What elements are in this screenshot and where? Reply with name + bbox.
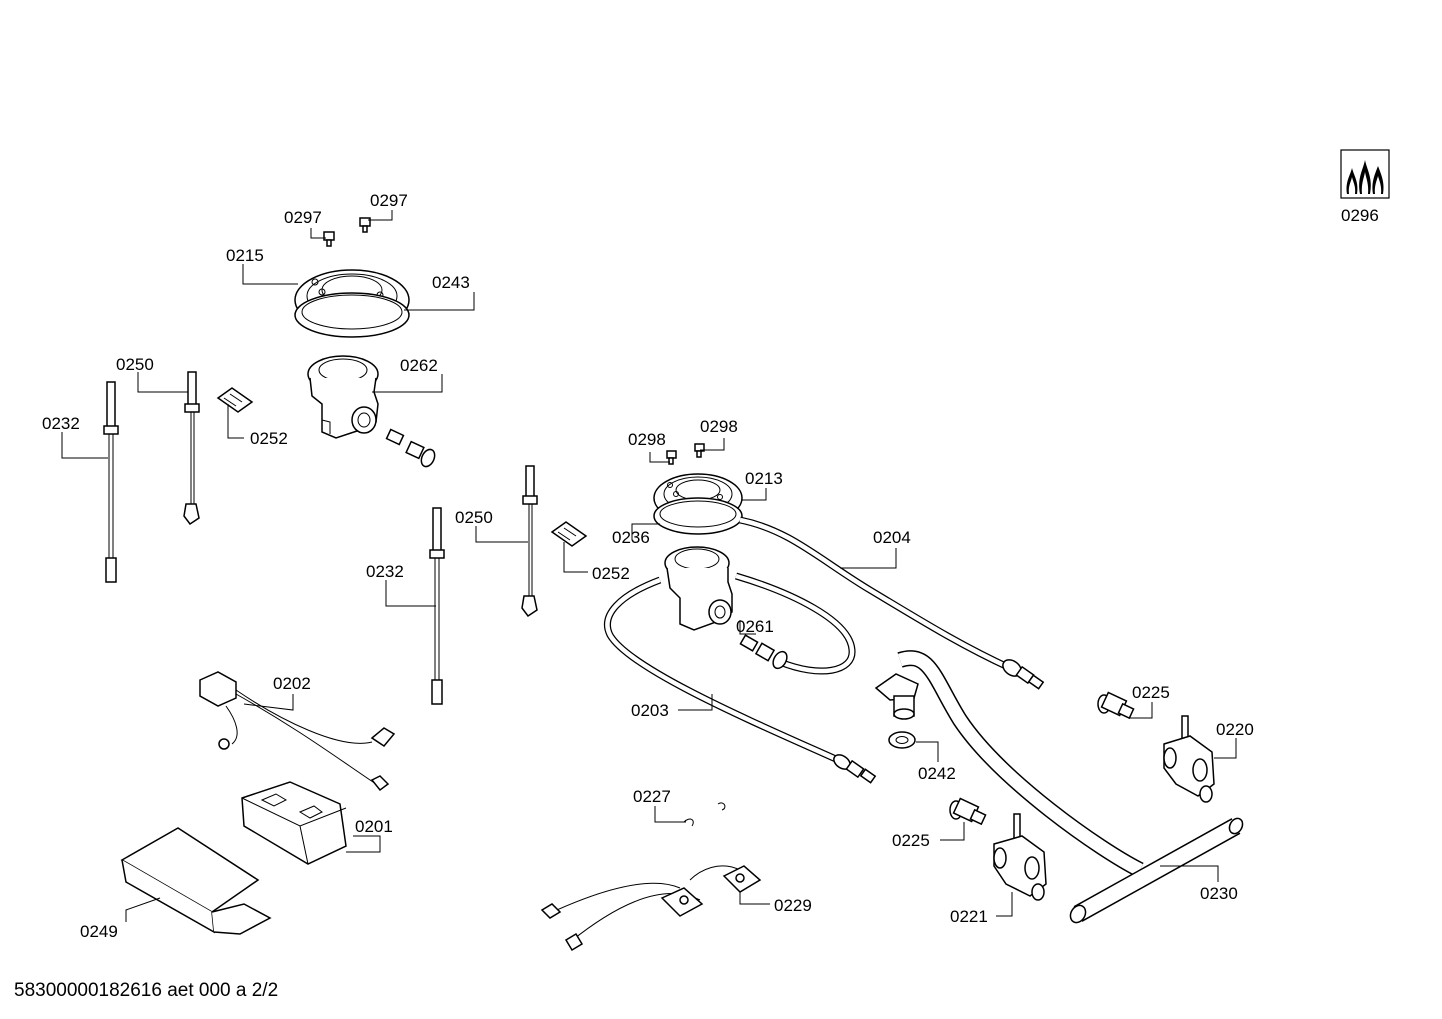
gas-flame-icon [1340, 149, 1390, 199]
ignition-electrode-center [521, 465, 538, 618]
label-0229: 0229 [774, 896, 812, 915]
gas-valve-lower [993, 813, 1047, 901]
retaining-clips [683, 802, 726, 827]
label-0220: 0220 [1216, 720, 1254, 739]
middle-burner-cap-ring [653, 473, 743, 535]
main-gas-rail [874, 650, 1244, 924]
electrode-clip-left [216, 387, 254, 413]
label-0243: 0243 [432, 273, 470, 292]
label-0215: 0215 [226, 246, 264, 265]
label-0297-b: 0297 [370, 191, 408, 210]
injector-upper [1097, 691, 1135, 720]
label-0204: 0204 [873, 528, 911, 547]
label-0262: 0262 [400, 356, 438, 375]
label-0225-b: 0225 [892, 831, 930, 850]
spark-switch-harness [540, 865, 762, 952]
middle-burner-screws [666, 443, 705, 465]
gas-pipe-0204 [739, 516, 1045, 690]
label-0242: 0242 [918, 764, 956, 783]
label-0230: 0230 [1200, 884, 1238, 903]
gas-pipe-upper [385, 428, 663, 510]
part-labels: 0297 0297 0215 0243 0250 0262 0232 0252 … [42, 191, 1379, 941]
label-0221: 0221 [950, 907, 988, 926]
gas-valve-upper [1163, 715, 1215, 803]
label-0298-b: 0298 [700, 417, 738, 436]
document-id-footer: 58300000182616 aet 000 a 2/2 [14, 980, 279, 1001]
small-burner-cap-ring [294, 269, 410, 338]
ignition-electrode-left [183, 371, 200, 526]
label-0297-a: 0297 [284, 208, 322, 227]
label-0252-a: 0252 [250, 429, 288, 448]
module-bracket [120, 827, 272, 935]
label-0261: 0261 [736, 617, 774, 636]
label-0250-a: 0250 [116, 355, 154, 374]
label-0227: 0227 [633, 787, 671, 806]
label-0225-a: 0225 [1132, 683, 1170, 702]
label-0202: 0202 [273, 674, 311, 693]
label-0249: 0249 [80, 922, 118, 941]
small-burner-screws [323, 217, 371, 247]
wiring-harness [199, 671, 396, 792]
label-0252-b: 0252 [592, 564, 630, 583]
label-0201: 0201 [355, 817, 393, 836]
label-0213: 0213 [745, 469, 783, 488]
middle-burner-body [664, 546, 733, 631]
thermocouple-center [429, 507, 445, 705]
leader-lines [61, 210, 1237, 922]
label-0203: 0203 [631, 701, 669, 720]
gas-pipe-0203 [604, 572, 877, 784]
sealing-washer [888, 731, 916, 749]
small-burner-body [307, 355, 379, 439]
thermocouple-left [103, 381, 119, 583]
label-0236: 0236 [612, 528, 650, 547]
injector-lower [949, 797, 987, 826]
label-0298-a: 0298 [628, 430, 666, 449]
label-0232-a: 0232 [42, 414, 80, 433]
electrode-clip-center [550, 521, 588, 547]
label-0250-b: 0250 [455, 508, 493, 527]
ignition-module [241, 781, 347, 865]
label-0296: 0296 [1341, 206, 1379, 225]
label-0232-b: 0232 [366, 562, 404, 581]
